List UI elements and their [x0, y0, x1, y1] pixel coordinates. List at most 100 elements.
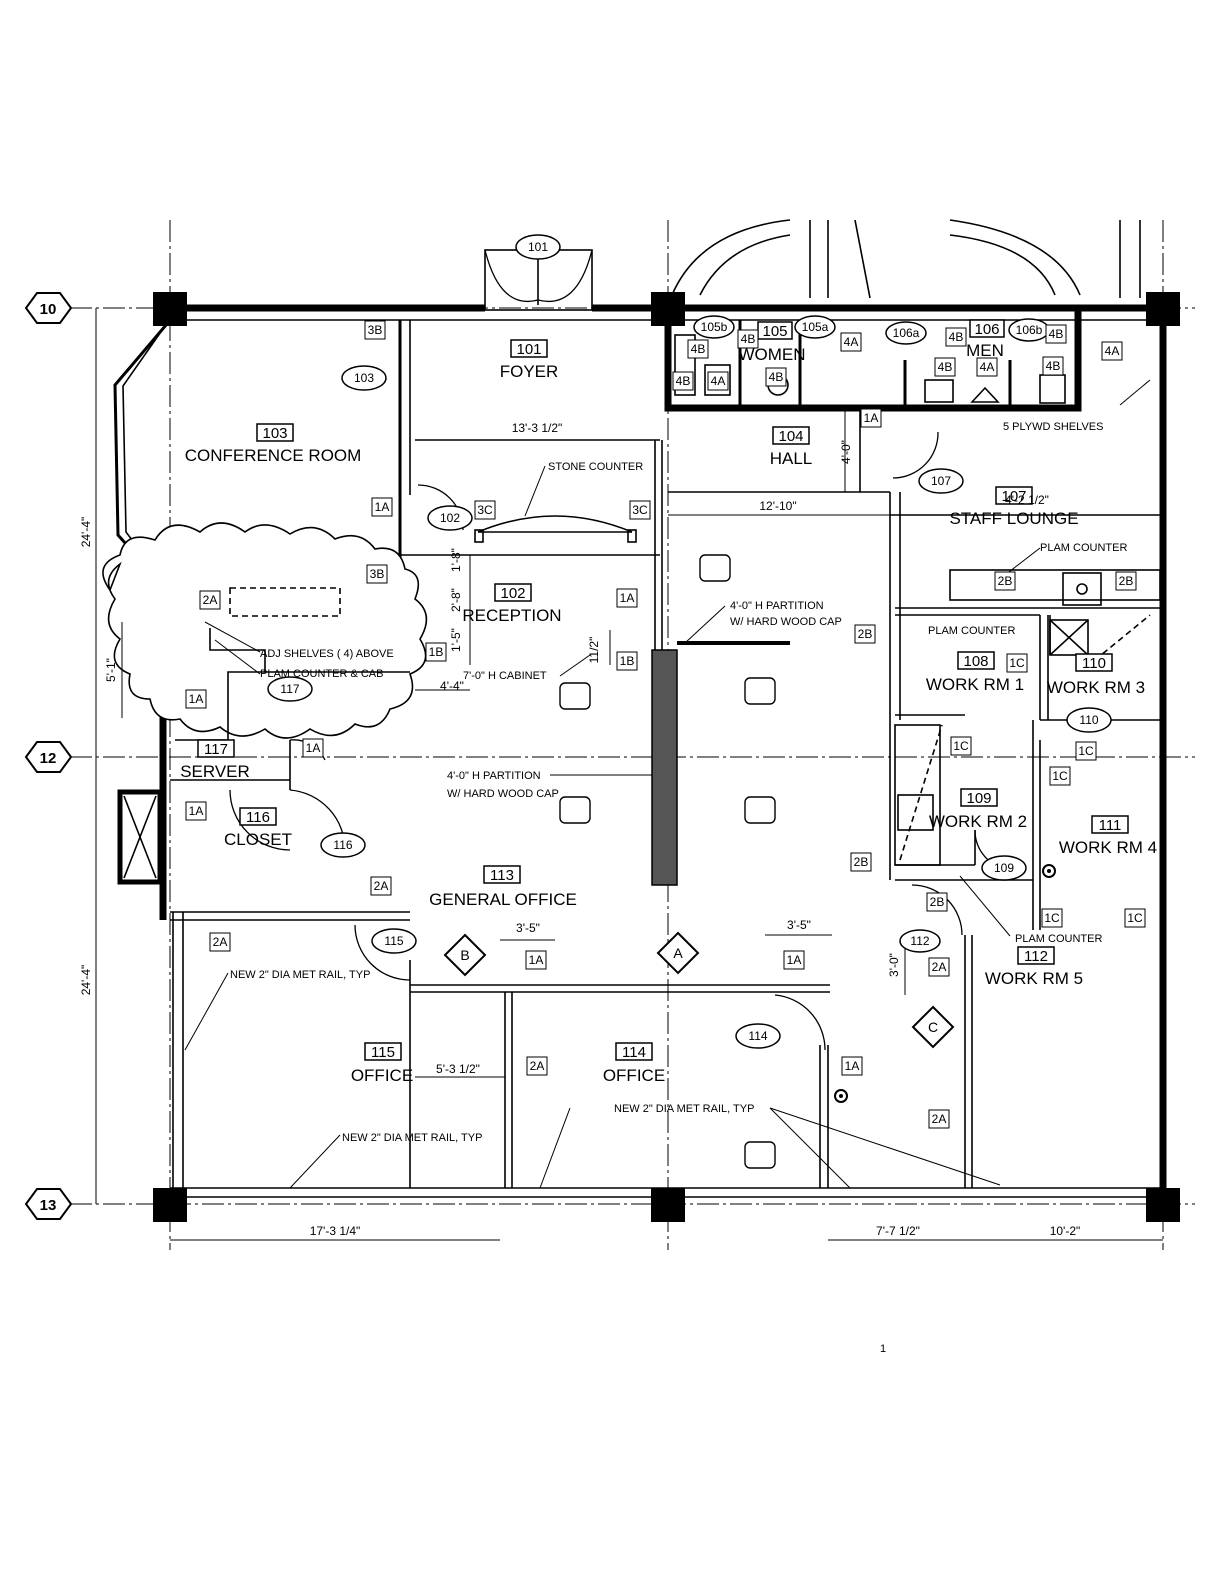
room-name: RECEPTION: [462, 606, 561, 625]
wall-tag: 4B: [1045, 324, 1067, 344]
room-name: SERVER: [180, 762, 250, 781]
wall-tag: 2A: [370, 876, 392, 896]
dimension-text: 3'-5": [787, 918, 811, 932]
room-name: STAFF LOUNGE: [949, 509, 1078, 528]
revision-cloud: [102, 522, 428, 739]
wall-tag: 1A: [302, 738, 324, 758]
grid-label: 12: [40, 750, 57, 767]
room-109: 109 WORK RM 2 109: [929, 788, 1027, 881]
room-105: 105b 105a 105 WOMEN: [693, 315, 836, 364]
wall-tag: 4B: [945, 327, 967, 347]
wall-tag: 1A: [860, 408, 882, 428]
svg-text:4A: 4A: [844, 335, 859, 349]
room-number: 107: [1001, 488, 1026, 505]
svg-text:4B: 4B: [938, 360, 953, 374]
wall-tag: 1A: [525, 950, 547, 970]
dimension-text: 2'-8": [449, 588, 463, 612]
svg-text:1A: 1A: [189, 692, 204, 706]
chairs: [559, 554, 776, 1169]
svg-text:2A: 2A: [932, 1112, 947, 1126]
wall-tag: 1A: [616, 588, 638, 608]
svg-text:2A: 2A: [213, 935, 228, 949]
room-oval: 114: [748, 1029, 767, 1043]
chair: [744, 677, 776, 705]
room-oval: 107: [931, 474, 951, 488]
room-name: FOYER: [500, 362, 559, 381]
grid-bubble-13: 13: [24, 1188, 73, 1220]
svg-text:4B: 4B: [1046, 359, 1061, 373]
room-oval: 117: [280, 682, 299, 696]
room-111: 111 WORK RM 4: [1059, 815, 1157, 857]
wall-tag: 1C: [1124, 908, 1146, 928]
chair: [559, 796, 591, 824]
svg-text:2B: 2B: [854, 855, 869, 869]
wall-tag: 4A: [840, 332, 862, 352]
svg-text:2B: 2B: [1119, 574, 1134, 588]
note: 4'-0" H PARTITION: [730, 600, 824, 612]
grid-label: 10: [40, 301, 57, 318]
dimension-text: 13'-3 1/2": [512, 421, 563, 435]
svg-text:2B: 2B: [930, 895, 945, 909]
dimension-text: 7'-7 1/2": [876, 1224, 920, 1238]
note: 5 PLYWD SHELVES: [1003, 421, 1103, 433]
room-oval: 101: [528, 240, 548, 254]
page-mark: 1: [880, 1343, 886, 1355]
wall-tag: 3B: [366, 564, 388, 584]
annotation-notes: STONE COUNTER 4'-0" H PARTITION W/ HARD …: [230, 421, 1127, 1355]
wall-tag: 1B: [425, 642, 447, 662]
note: NEW 2" DIA MET RAIL, TYP: [614, 1103, 754, 1115]
lounge-counter: [949, 569, 1161, 661]
room-name: MEN: [966, 341, 1004, 360]
note: ADJ SHELVES ( 4) ABOVE: [260, 648, 394, 660]
section-marker-b: B: [443, 933, 487, 977]
svg-text:1C: 1C: [1044, 911, 1060, 925]
room-oval: 109: [994, 861, 1014, 875]
wall-tag: 1A: [783, 950, 805, 970]
room-number: 110: [1082, 655, 1106, 672]
room-number: 113: [490, 867, 514, 884]
room-115: 115 115 OFFICE: [351, 928, 417, 1085]
room-103: 103 103 CONFERENCE ROOM: [185, 365, 387, 465]
room-104: 104 HALL: [770, 426, 812, 468]
room-name: CLOSET: [224, 830, 292, 849]
svg-text:4A: 4A: [1105, 344, 1120, 358]
wall-tag: 4A: [707, 371, 729, 391]
svg-text:3B: 3B: [370, 567, 385, 581]
svg-text:2B: 2B: [858, 627, 873, 641]
room-oval: 112: [910, 934, 929, 948]
room-oval: 116: [333, 838, 352, 852]
wall-tag: 2B: [850, 852, 872, 872]
svg-text:2B: 2B: [998, 574, 1013, 588]
note: STONE COUNTER: [548, 461, 643, 473]
dimension-text: 12'-10": [759, 499, 796, 513]
dimension-text: 17'-3 1/4": [310, 1224, 361, 1238]
svg-text:1A: 1A: [620, 591, 635, 605]
wall-tag: 4B: [1042, 356, 1064, 376]
dimension-text: 1'-5": [449, 628, 463, 652]
svg-text:1A: 1A: [189, 804, 204, 818]
room-oval: 102: [440, 511, 460, 525]
room-number: 104: [778, 428, 803, 445]
toilet-fixtures: [674, 334, 1066, 404]
wall-tag: 3C: [474, 500, 496, 520]
note: PLAM COUNTER: [1015, 933, 1102, 945]
room-oval: 110: [1079, 713, 1098, 727]
svg-text:1C: 1C: [1052, 769, 1068, 783]
svg-text:1A: 1A: [529, 953, 544, 967]
svg-text:2A: 2A: [203, 593, 218, 607]
room-number: 112: [1024, 948, 1048, 965]
room-106: 106a 106b 106 MEN: [885, 318, 1050, 360]
note: PLAM COUNTER: [928, 625, 1015, 637]
room-name: WORK RM 3: [1047, 678, 1145, 697]
wall-tag: 2A: [928, 957, 950, 977]
svg-text:2A: 2A: [530, 1059, 545, 1073]
svg-text:3C: 3C: [632, 503, 648, 517]
svg-text:4B: 4B: [949, 330, 964, 344]
wall-tag: 1A: [185, 801, 207, 821]
workroom-counter: [897, 724, 943, 861]
dimension-texts: 13'-3 1/2" 12'-10" 4'-2 1/2" 4'-0" 1'-8"…: [79, 421, 1080, 1238]
wall-tag: 4B: [934, 357, 956, 377]
chair: [744, 1141, 776, 1169]
dimension-text: 3'-0": [887, 953, 901, 977]
note: NEW 2" DIA MET RAIL, TYP: [230, 969, 370, 981]
